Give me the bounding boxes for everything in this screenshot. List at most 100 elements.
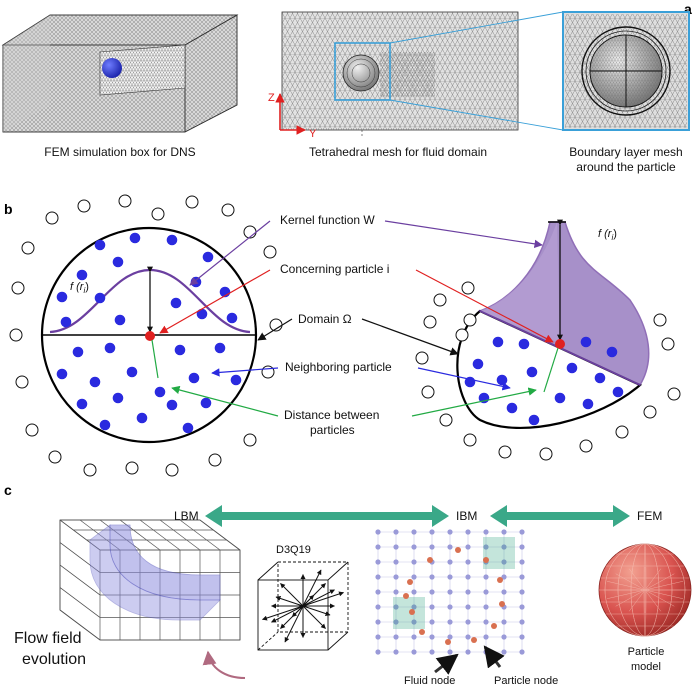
fluid-node — [483, 604, 489, 610]
fluid-node — [519, 544, 525, 550]
velocity-vector — [271, 605, 304, 623]
fluid-node — [429, 574, 435, 580]
ibm-lattice — [375, 529, 525, 675]
pointer-domain-left — [257, 318, 293, 341]
neighbor-particle — [56, 291, 68, 303]
neighbor-particle — [566, 362, 578, 374]
particle-node — [455, 547, 461, 553]
outside-particle — [165, 463, 179, 477]
distance-line-left — [151, 339, 159, 379]
fluid-node — [501, 634, 507, 640]
label-lbm: LBM — [174, 509, 199, 523]
neighbor-particle — [89, 376, 101, 388]
outside-particle — [433, 293, 447, 307]
panel-c: c Flow field evolution D3Q19 LBM IBM — [4, 482, 692, 686]
fluid-node — [429, 604, 435, 610]
outside-particle — [579, 439, 593, 453]
fluid-node — [465, 649, 471, 655]
neighbor-particle — [230, 374, 242, 386]
neighbor-particle — [76, 398, 88, 410]
outside-particle — [11, 281, 25, 295]
velocity-vector — [302, 605, 331, 616]
fluid-node — [447, 619, 453, 625]
fluid-node — [393, 619, 399, 625]
fluid-node — [411, 634, 417, 640]
label-particle-node: Particle node — [494, 675, 558, 686]
pointer-particle-left — [159, 269, 271, 334]
outside-particle — [667, 387, 681, 401]
neighbor-particle — [580, 336, 592, 348]
particle-node — [407, 579, 413, 585]
outside-particle — [9, 328, 23, 342]
neighbor-particle — [129, 232, 141, 244]
neighbor-particle — [594, 372, 606, 384]
flow-field-grid — [59, 519, 241, 641]
ibm-fem-arrow — [490, 505, 630, 527]
neighbor-particle — [60, 316, 72, 328]
kernel-surface-3d — [478, 221, 650, 386]
mesh-particle — [342, 54, 380, 92]
neighbor-particle — [56, 368, 68, 380]
fr-label-right: f (ri) — [598, 228, 617, 242]
fluid-node — [447, 559, 453, 565]
neighbor-particle — [528, 414, 540, 426]
fluid-node — [375, 544, 381, 550]
fluid-node — [411, 559, 417, 565]
fluid-node — [375, 574, 381, 580]
label-distance-line1: Distance between — [284, 408, 379, 422]
fluid-node — [411, 604, 417, 610]
fluid-node — [447, 544, 453, 550]
panel-b: b f (ri) f (ri) Kernel function W Con — [4, 194, 681, 477]
lbm-ibm-arrow — [205, 505, 449, 527]
velocity-vector — [302, 589, 335, 607]
fem-box — [1, 14, 239, 133]
fluid-node — [483, 634, 489, 640]
outside-particle — [15, 375, 29, 389]
flow-shape — [109, 524, 221, 601]
fluid-node — [393, 544, 399, 550]
neighbor-particle — [582, 398, 594, 410]
fluid-node — [465, 559, 471, 565]
fluid-node — [501, 619, 507, 625]
outside-particle — [415, 351, 429, 365]
particle-model-line1: Particle — [628, 646, 665, 658]
neighbor-particle — [182, 422, 194, 434]
fluid-node — [393, 589, 399, 595]
label-distance-line2: particles — [310, 423, 355, 437]
neighbor-particle — [76, 269, 88, 281]
neighbor-particle — [104, 342, 116, 354]
velocity-vector — [291, 605, 304, 618]
particle-node — [483, 557, 489, 563]
caption-boundary-line2: around the particle — [576, 160, 676, 174]
particle-node — [445, 639, 451, 645]
outside-particle — [539, 447, 553, 461]
particle-node — [491, 623, 497, 629]
neighbor-particle — [612, 386, 624, 398]
label-neighboring-particle: Neighboring particle — [285, 360, 392, 374]
fluid-node — [447, 604, 453, 610]
neighbor-particle — [492, 336, 504, 348]
fluid-node — [411, 649, 417, 655]
outside-particle — [25, 423, 39, 437]
outside-particle — [463, 433, 477, 447]
ibm-highlight-right — [483, 537, 515, 569]
fluid-node — [393, 559, 399, 565]
concerning-particle-left — [145, 331, 155, 341]
kernel-front-face — [480, 222, 560, 343]
outside-particle — [243, 433, 257, 447]
pointer-distance-right — [411, 387, 537, 417]
neighbor-particle — [154, 386, 166, 398]
right-domain — [456, 219, 650, 430]
caption-tetra-mesh: Tetrahedral mesh for fluid domain — [309, 145, 487, 159]
label-ibm: IBM — [456, 509, 477, 523]
outside-particle — [498, 445, 512, 459]
fluid-node — [519, 619, 525, 625]
outside-particle — [83, 463, 97, 477]
fluid-node — [465, 634, 471, 640]
fluid-node — [501, 559, 507, 565]
fluid-node — [411, 619, 417, 625]
label-fluid-node: Fluid node — [404, 675, 455, 686]
velocity-vector — [284, 605, 304, 643]
panel-b-letter: b — [4, 201, 13, 217]
fluid-node — [465, 574, 471, 580]
